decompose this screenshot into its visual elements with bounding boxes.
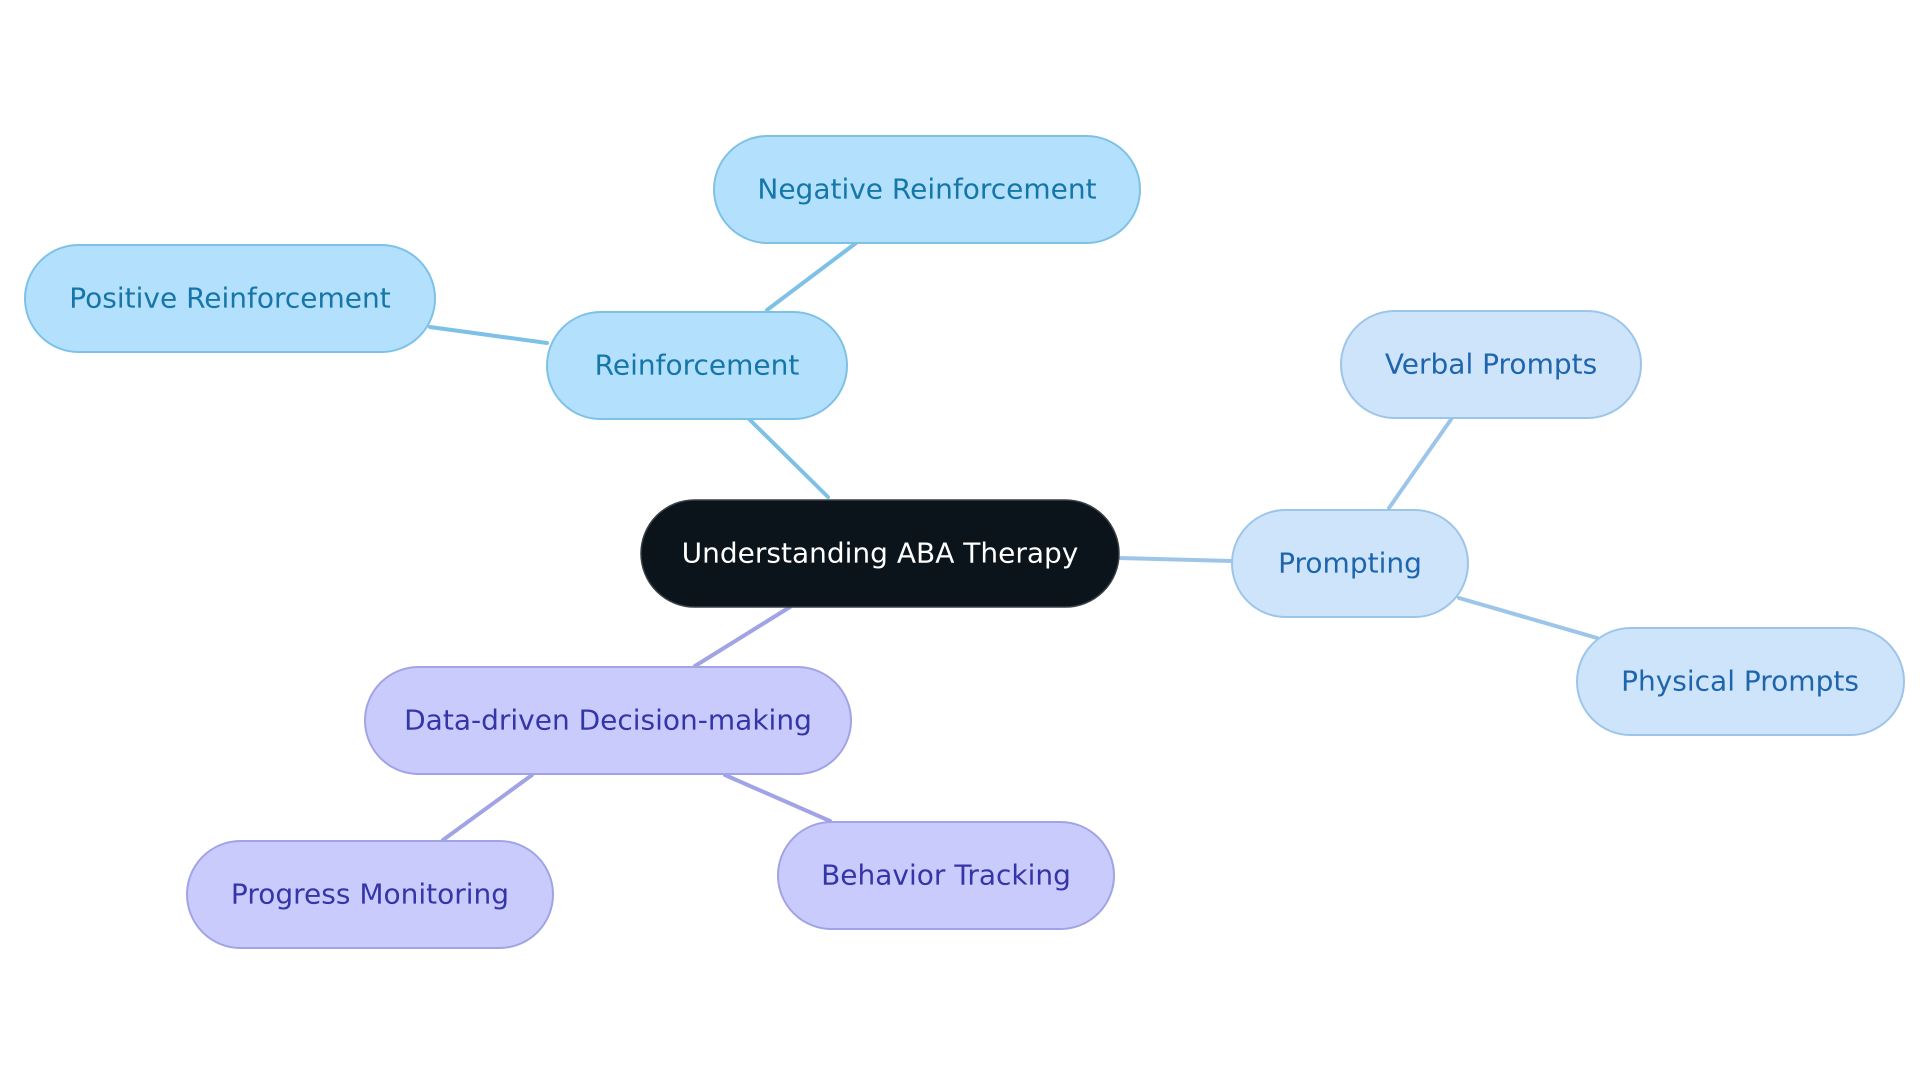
- branch-data-driven[interactable]: Data-driven Decision-making: [364, 666, 852, 775]
- edge-data-behavior: [723, 773, 832, 823]
- leaf-physical-prompts-label: Physical Prompts: [1621, 665, 1859, 698]
- edge-prompting-verbal: [1387, 416, 1454, 510]
- connectors: [428, 241, 1599, 842]
- branch-reinforcement[interactable]: Reinforcement: [546, 311, 848, 420]
- leaf-positive-reinforcement[interactable]: Positive Reinforcement: [24, 244, 436, 353]
- branch-prompting-label: Prompting: [1278, 547, 1422, 580]
- leaf-progress-monitoring-label: Progress Monitoring: [231, 878, 509, 911]
- branch-reinforcement-label: Reinforcement: [595, 349, 800, 382]
- edge-prompting-physical: [1457, 596, 1599, 640]
- leaf-progress-monitoring[interactable]: Progress Monitoring: [186, 840, 554, 949]
- leaf-behavior-tracking[interactable]: Behavior Tracking: [777, 821, 1115, 930]
- edge-root-reinforcement: [746, 416, 830, 499]
- leaf-verbal-prompts-label: Verbal Prompts: [1385, 348, 1597, 381]
- root-label: Understanding ABA Therapy: [682, 537, 1079, 570]
- branch-prompting[interactable]: Prompting: [1231, 509, 1469, 618]
- edge-root-prompting: [1116, 556, 1234, 563]
- leaf-behavior-tracking-label: Behavior Tracking: [821, 859, 1071, 892]
- leaf-negative-reinforcement[interactable]: Negative Reinforcement: [713, 135, 1141, 244]
- edge-reinforcement-positive: [428, 325, 549, 345]
- leaf-negative-reinforcement-label: Negative Reinforcement: [757, 173, 1096, 206]
- leaf-physical-prompts[interactable]: Physical Prompts: [1576, 627, 1905, 736]
- leaf-verbal-prompts[interactable]: Verbal Prompts: [1340, 310, 1642, 419]
- edge-data-progress: [441, 773, 534, 842]
- root-node[interactable]: Understanding ABA Therapy: [640, 499, 1120, 608]
- leaf-positive-reinforcement-label: Positive Reinforcement: [69, 282, 391, 315]
- branch-data-driven-label: Data-driven Decision-making: [404, 704, 812, 737]
- edge-reinforcement-negative: [765, 241, 858, 312]
- edge-root-data: [693, 605, 792, 668]
